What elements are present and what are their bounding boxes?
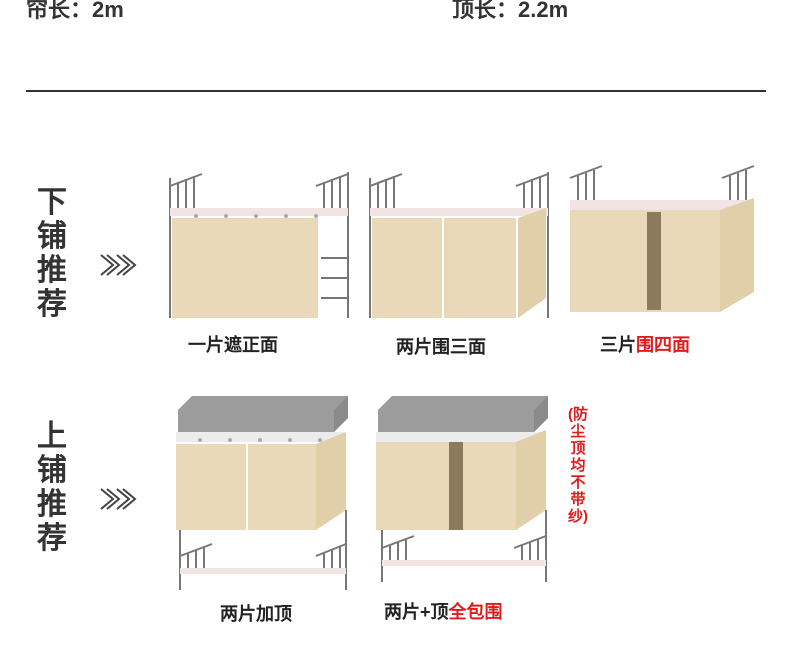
upper-bunk-title-text: 上铺推荐: [37, 420, 67, 555]
caption-two-text: 两片围三面: [396, 337, 486, 357]
top-length-label: 顶长：2.2m: [452, 0, 569, 22]
curtain-length-label: 帘长：2m: [26, 0, 124, 22]
double-chevron-right-icon: [100, 488, 137, 510]
caption-three-four-sides: 三片围四面: [600, 331, 690, 357]
caption-four-two-panels-top: 两片加顶: [220, 600, 292, 626]
caption-five-full-enclosure: 两片+顶全包围: [384, 598, 503, 624]
dust-top-note-text: (防尘顶均不带纱): [568, 406, 588, 525]
caption-four-text: 两片加顶: [220, 604, 292, 624]
caption-five-highlight: 全包围: [448, 602, 503, 622]
bed-four-two-panels-with-top: [176, 396, 348, 590]
bed-five-full-enclosure: [376, 396, 548, 582]
caption-three-text: 三片: [600, 335, 636, 355]
double-chevron-right-icon: [100, 254, 137, 276]
caption-three-highlight: 围四面: [636, 335, 690, 355]
caption-two-three-sides: 两片围三面: [396, 333, 486, 359]
section-divider: [26, 90, 766, 92]
bed-two-three-side-curtain: [369, 172, 549, 318]
caption-five-text: 两片+顶: [384, 602, 449, 622]
lower-bunk-title-text: 下铺推荐: [37, 186, 67, 321]
dust-top-note: (防尘顶均不带纱): [568, 406, 588, 525]
bed-three-four-side-curtain: [569, 165, 755, 312]
bed-one-front-curtain: [169, 172, 349, 318]
lower-bunk-title: 下铺推荐: [34, 186, 74, 322]
upper-bunk-title: 上铺推荐: [34, 420, 74, 556]
caption-one-front: 一片遮正面: [188, 331, 278, 357]
caption-one-text: 一片遮正面: [188, 335, 278, 355]
